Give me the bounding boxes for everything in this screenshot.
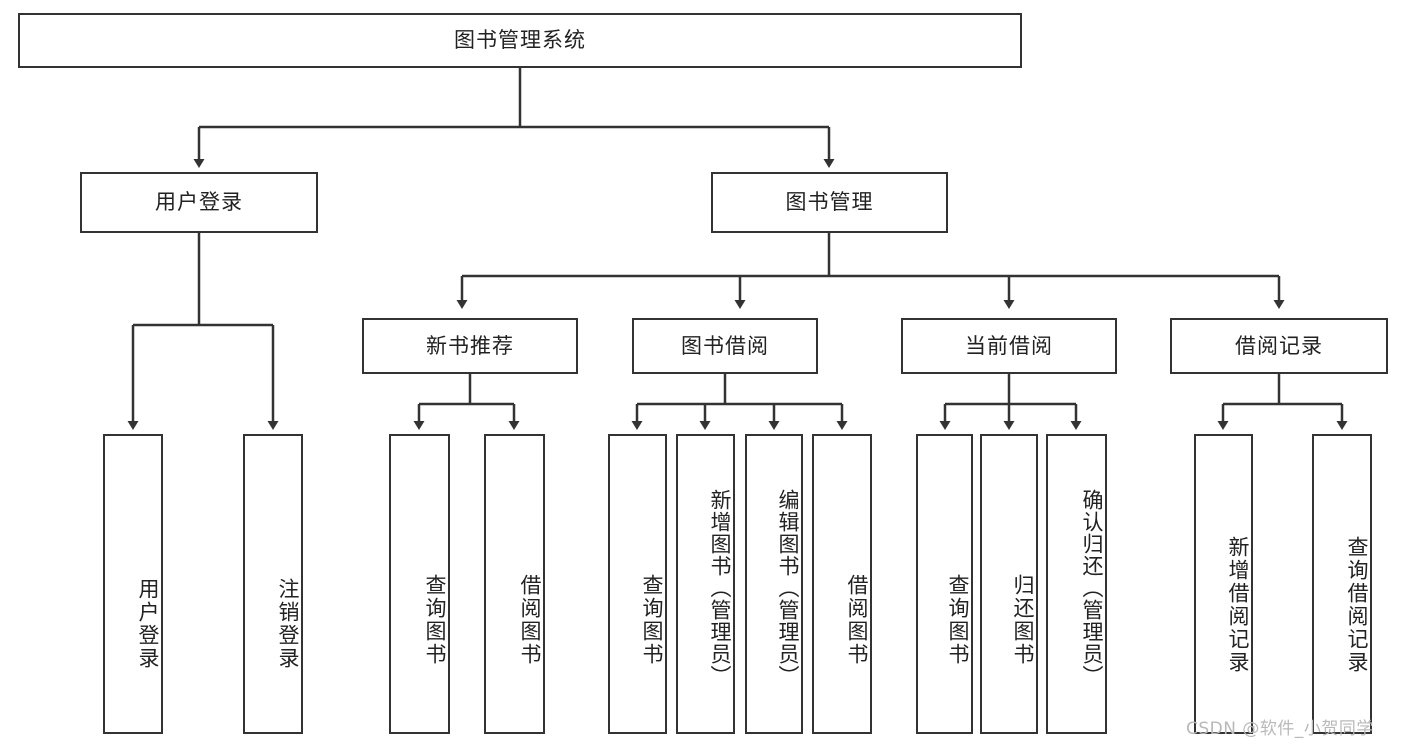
node-new-book-recommend[interactable]: 新书推荐 [362, 318, 578, 374]
node-user-login[interactable]: 用户登录 [80, 172, 318, 233]
node-label: 归还图书 [1011, 574, 1035, 666]
node-label: 图书管理 [785, 190, 874, 215]
node-label: 查询图书 [946, 574, 970, 666]
node-label: 查询借阅记录 [1345, 536, 1369, 674]
node-book-management[interactable]: 图书管理 [711, 172, 948, 233]
node-label: 当前借阅 [965, 333, 1053, 358]
leaf-add-book-admin[interactable]: 新增图书（管理员） [676, 434, 735, 734]
node-label: 图书管理系统 [454, 28, 586, 53]
node-label: 用户登录 [155, 190, 243, 215]
csdn-watermark: CSDN @软件_小贺同学 [1186, 719, 1374, 739]
node-label: 查询图书 [640, 574, 664, 666]
node-label: 注销登录 [276, 578, 300, 670]
node-label: 借阅图书 [845, 574, 869, 666]
node-label: 借阅图书 [518, 574, 542, 666]
node-label: 图书借阅 [681, 333, 769, 358]
leaf-query-book-borrow[interactable]: 查询图书 [608, 434, 667, 734]
leaf-return-book[interactable]: 归还图书 [980, 434, 1038, 734]
leaf-user-login[interactable]: 用户登录 [103, 434, 163, 734]
node-label: 确认归还（管理员） [1080, 489, 1104, 687]
leaf-user-logout[interactable]: 注销登录 [243, 434, 303, 734]
leaf-edit-book-admin[interactable]: 编辑图书（管理员） [745, 434, 803, 734]
node-book-borrow[interactable]: 图书借阅 [632, 318, 818, 374]
leaf-confirm-return-admin[interactable]: 确认归还（管理员） [1046, 434, 1107, 734]
node-label: 新书推荐 [426, 333, 514, 358]
node-label: 新增借阅记录 [1226, 536, 1250, 674]
node-root-library-management-system[interactable]: 图书管理系统 [18, 13, 1022, 68]
leaf-borrow-book-recommend[interactable]: 借阅图书 [484, 434, 545, 734]
node-label: 借阅记录 [1235, 333, 1323, 358]
node-label: 新增图书（管理员） [708, 489, 732, 687]
node-label: 编辑图书（管理员） [776, 489, 800, 687]
leaf-add-borrow-record[interactable]: 新增借阅记录 [1194, 434, 1253, 734]
leaf-query-borrow-record[interactable]: 查询借阅记录 [1312, 434, 1372, 734]
node-label: 查询图书 [423, 574, 447, 666]
node-borrow-record[interactable]: 借阅记录 [1170, 318, 1388, 374]
node-label: 用户登录 [136, 578, 160, 670]
leaf-query-book-recommend[interactable]: 查询图书 [389, 434, 450, 734]
leaf-query-book-current[interactable]: 查询图书 [916, 434, 973, 734]
leaf-borrow-book[interactable]: 借阅图书 [812, 434, 872, 734]
node-current-borrow[interactable]: 当前借阅 [901, 318, 1117, 374]
